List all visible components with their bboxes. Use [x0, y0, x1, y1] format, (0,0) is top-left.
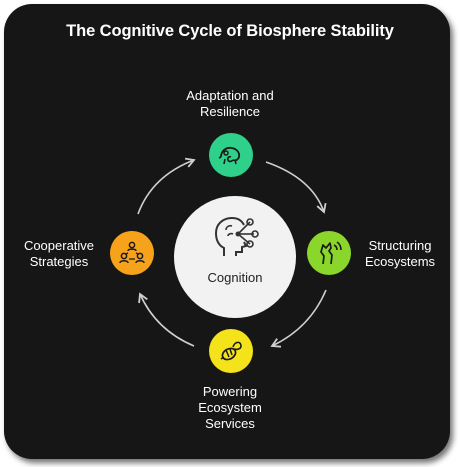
- chameleon-icon: [218, 146, 241, 165]
- node-powering: [209, 329, 253, 373]
- node-adaptation: [209, 133, 253, 177]
- node-label-adaptation: Adaptation and Resilience: [150, 88, 310, 120]
- label-line: Adaptation and: [186, 88, 274, 103]
- bee-icon: [220, 341, 242, 361]
- label-line: Resilience: [200, 104, 260, 119]
- node-label-structuring: Structuring Ecosystems: [350, 238, 450, 270]
- people-network-icon: [119, 241, 145, 264]
- cognition-center: Cognition: [174, 196, 296, 318]
- arrow-powering-to-cooperative: [138, 292, 195, 347]
- arrow-adaptation-to-structuring: [265, 161, 327, 214]
- node-label-powering: Powering Ecosystem Services: [170, 384, 290, 432]
- label-line: Ecosystem: [198, 400, 262, 415]
- label-line: Ecosystems: [364, 254, 436, 269]
- label-line: Services: [205, 416, 255, 431]
- node-cooperative: [110, 231, 154, 275]
- howling-wolf-icon: [320, 241, 342, 265]
- node-structuring: [307, 231, 351, 275]
- label-line: Powering: [202, 384, 258, 399]
- label-line: Cooperative: [23, 238, 95, 253]
- head-network-icon: [214, 216, 259, 256]
- center-label: Cognition: [207, 270, 263, 285]
- node-label-cooperative: Cooperative Strategies: [12, 238, 106, 270]
- diagram-title: The Cognitive Cycle of Biosphere Stabili…: [66, 22, 394, 40]
- arrow-cooperative-to-adaptation: [137, 157, 196, 215]
- arrow-structuring-to-powering: [270, 289, 327, 348]
- label-line: Structuring: [368, 238, 432, 253]
- label-line: Strategies: [29, 254, 89, 269]
